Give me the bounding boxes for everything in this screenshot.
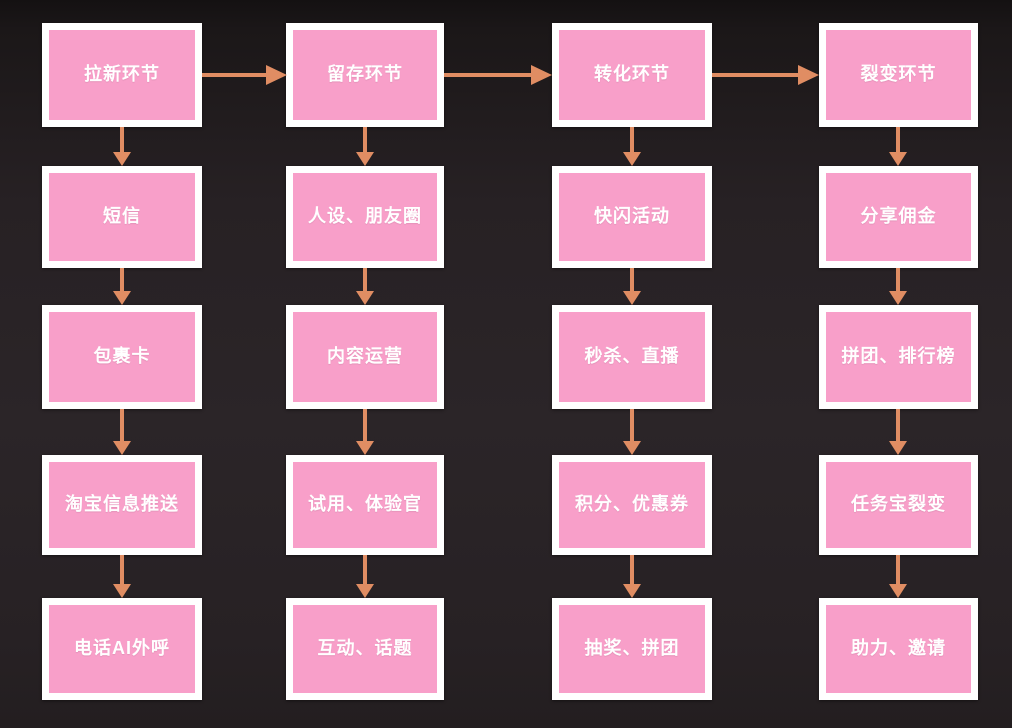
node-label: 试用、体验官 [308,494,422,515]
arrow-down-icon [623,555,641,598]
arrow-down-icon [356,268,374,305]
flow-node-taskbot-fission: 任务宝裂变 [819,455,978,555]
arrow-down-icon [623,409,641,455]
arrow-right-icon [202,65,287,85]
flow-node-stage-fission: 裂变环节 [819,23,978,127]
flow-node-stage-retention: 留存环节 [286,23,444,127]
flow-node-content-ops: 内容运营 [286,305,444,409]
flow-node-persona-moments: 人设、朋友圈 [286,166,444,268]
arrow-down-icon [356,127,374,166]
node-label: 人设、朋友圈 [308,206,422,227]
node-label: 互动、话题 [317,638,413,659]
node-label: 电话AI外呼 [74,638,170,659]
arrow-down-icon [889,268,907,305]
arrow-down-icon [113,409,131,455]
node-label: 拼团、排行榜 [841,346,956,367]
node-label: 留存环节 [327,64,403,85]
flow-node-points-coupons: 积分、优惠券 [552,455,712,555]
arrow-down-icon [889,409,907,455]
node-label: 任务宝裂变 [851,494,946,515]
flow-node-trial-experience: 试用、体验官 [286,455,444,555]
arrow-down-icon [356,409,374,455]
arrow-down-icon [623,127,641,166]
arrow-down-icon [113,555,131,598]
arrow-down-icon [889,555,907,598]
node-label: 秒杀、直播 [584,346,680,367]
flow-node-seckill-livestream: 秒杀、直播 [552,305,712,409]
flow-node-flash-events: 快闪活动 [552,166,712,268]
node-label: 包裹卡 [93,346,151,367]
node-label: 短信 [103,206,141,227]
node-label: 裂变环节 [860,64,937,85]
flow-node-groupbuy-leaderboard: 拼团、排行榜 [819,305,978,409]
node-label: 内容运营 [327,346,403,367]
flow-node-stage-conversion: 转化环节 [552,23,712,127]
node-label: 快闪活动 [594,206,670,227]
node-label: 抽奖、拼团 [584,638,680,659]
arrow-right-icon [712,65,819,85]
arrow-right-icon [444,65,552,85]
flow-node-lottery-groupbuy: 抽奖、拼团 [552,598,712,700]
flow-node-sms: 短信 [42,166,202,268]
arrow-down-icon [889,127,907,166]
arrow-down-icon [623,268,641,305]
node-label: 分享佣金 [860,206,937,227]
flow-node-interaction-topics: 互动、话题 [286,598,444,700]
arrow-down-icon [113,127,131,166]
arrow-down-icon [356,555,374,598]
flow-node-package-card: 包裹卡 [42,305,202,409]
flow-node-taobao-push: 淘宝信息推送 [42,455,202,555]
node-label: 拉新环节 [84,64,160,85]
flow-node-stage-acquisition: 拉新环节 [42,23,202,127]
node-label: 转化环节 [594,64,670,85]
arrow-down-icon [113,268,131,305]
flow-node-ai-phone-call: 电话AI外呼 [42,598,202,700]
flow-node-assist-invite: 助力、邀请 [819,598,978,700]
node-label: 淘宝信息推送 [65,494,179,515]
flow-node-share-commission: 分享佣金 [819,166,978,268]
node-label: 积分、优惠券 [575,494,689,515]
node-label: 助力、邀请 [851,638,946,659]
